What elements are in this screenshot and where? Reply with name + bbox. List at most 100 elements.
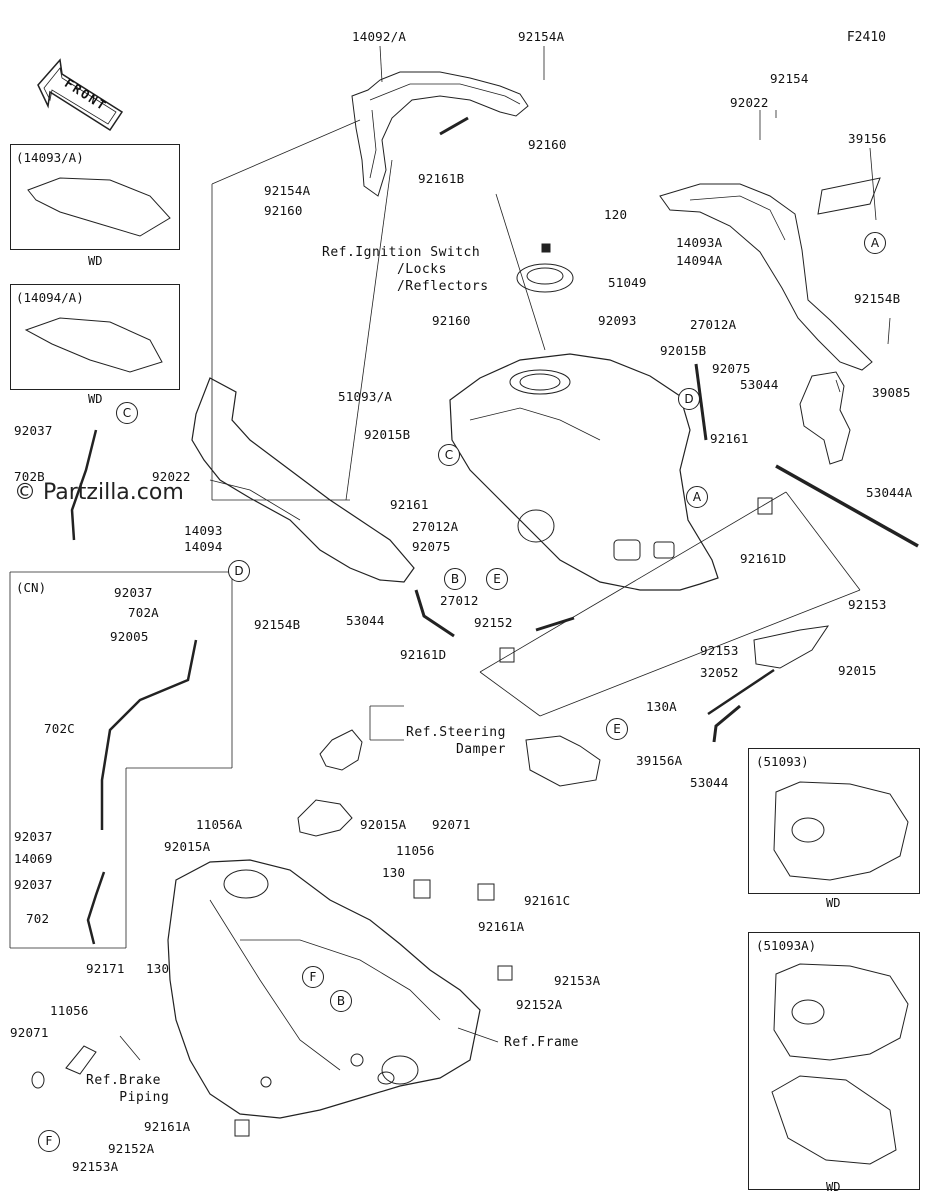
callout-circle: A	[686, 486, 708, 508]
part-label: 53044	[740, 377, 779, 392]
part-label: 27012A	[412, 519, 459, 534]
inset-title: (51093)	[756, 754, 809, 769]
part-label: 130	[382, 865, 406, 880]
part-label: 92037	[14, 877, 53, 892]
callout-circle: D	[228, 560, 250, 582]
part-label: 120	[604, 207, 628, 222]
part-label: 92161A	[478, 919, 525, 934]
inset-box-51093	[748, 748, 920, 894]
part-label: 92161D	[740, 551, 787, 566]
inset-box-51093A	[748, 932, 920, 1190]
part-label: 92152A	[516, 997, 563, 1012]
part-label: 92152	[474, 615, 513, 630]
watermark: © Partzilla.com	[14, 480, 184, 505]
part-label: 92022	[730, 95, 769, 110]
part-label: 51049	[608, 275, 647, 290]
part-label: 92015B	[660, 343, 707, 358]
part-label: 92161A	[144, 1119, 191, 1134]
part-label: 53044A	[866, 485, 913, 500]
reference-label: Ref.Steering Damper	[406, 725, 506, 757]
part-label: 92075	[712, 361, 751, 376]
right-side-cover-drawing	[659, 177, 881, 465]
part-label: 27012	[440, 593, 479, 608]
callout-circle: B	[444, 568, 466, 590]
part-label: 92160	[432, 313, 471, 328]
inset-footer: WD	[88, 392, 103, 406]
part-label: 92161	[390, 497, 429, 512]
inset-footer: WD	[826, 1180, 841, 1194]
part-label: 92154B	[254, 617, 301, 632]
callout-circle: F	[38, 1130, 60, 1152]
part-label: 702C	[44, 721, 75, 736]
inset-box-14093	[10, 144, 180, 250]
part-label: 92154	[770, 71, 809, 86]
part-label: 130	[146, 961, 170, 976]
part-label: 702B	[14, 469, 45, 484]
reference-label: Ref.Frame	[504, 1035, 579, 1050]
part-label: 39085	[872, 385, 911, 400]
part-label: 14094	[184, 539, 223, 554]
callout-circle: E	[486, 568, 508, 590]
part-label: 92160	[264, 203, 303, 218]
part-label: 92037	[114, 585, 153, 600]
inset-footer: WD	[826, 896, 841, 910]
part-label: 702	[26, 911, 50, 926]
part-label: 92015A	[360, 817, 407, 832]
inset-title: (14094/A)	[16, 290, 84, 305]
callout-circle: A	[864, 232, 886, 254]
part-label: 11056A	[196, 817, 243, 832]
callout-circle: E	[606, 718, 628, 740]
callout-circle: F	[302, 966, 324, 988]
callout-circle: C	[116, 402, 138, 424]
inset-box-14094	[10, 284, 180, 390]
part-label: 92037	[14, 829, 53, 844]
part-label: 92015A	[164, 839, 211, 854]
part-label: 14093	[184, 523, 223, 538]
part-label: 92022	[152, 469, 191, 484]
reference-label: Ref.Brake Piping	[86, 1073, 170, 1105]
callout-circle: B	[330, 990, 352, 1012]
page-code: F2410	[846, 30, 886, 45]
part-label: 92071	[432, 817, 471, 832]
part-label: 92037	[14, 423, 53, 438]
reference-label: Ref.Ignition Switch /Locks /Reflectors	[322, 245, 489, 294]
part-label: 92154A	[264, 183, 311, 198]
part-label: 14069	[14, 851, 53, 866]
part-label: 92153	[848, 597, 887, 612]
part-label: 11056	[396, 843, 435, 858]
frame-drawing	[167, 859, 481, 1119]
part-label: 92153A	[72, 1159, 119, 1174]
fuel-tank-drawing	[449, 353, 719, 591]
inset-title: (CN)	[16, 580, 47, 595]
top-cover-drawing	[351, 71, 529, 197]
inset-title: (51093A)	[756, 938, 817, 953]
part-label: 92161C	[524, 893, 571, 908]
part-label: 92071	[10, 1025, 49, 1040]
part-label: 92160	[528, 137, 567, 152]
part-label: 92153	[700, 643, 739, 658]
part-label: 27012A	[690, 317, 737, 332]
part-label: 92152A	[108, 1141, 155, 1156]
part-label: 130A	[646, 699, 677, 714]
part-label: 92093	[598, 313, 637, 328]
part-label: 92075	[412, 539, 451, 554]
fuel-cap-drawing	[516, 243, 574, 293]
part-label: 53044	[690, 775, 729, 790]
part-label: 92161	[710, 431, 749, 446]
part-label: 92161D	[400, 647, 447, 662]
callout-circle: C	[438, 444, 460, 466]
inset-title: (14093/A)	[16, 150, 84, 165]
part-label: 14093A	[676, 235, 723, 250]
damper-bracket-drawing	[297, 729, 363, 837]
part-label: 14092/A	[352, 29, 407, 44]
part-label: 92005	[110, 629, 149, 644]
part-label: 92161B	[418, 171, 465, 186]
part-label: 92154B	[854, 291, 901, 306]
part-label: 11056	[50, 1003, 89, 1018]
part-label: 92153A	[554, 973, 601, 988]
